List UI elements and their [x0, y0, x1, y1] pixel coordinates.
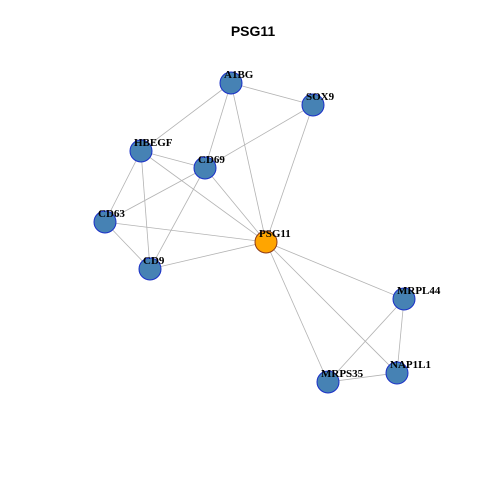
node-label-cd9: CD9 [143, 255, 165, 267]
edge-psg11-nap1l1 [265, 241, 398, 374]
edge-a1bg-cd69 [204, 82, 232, 169]
node-label-cd69: CD69 [198, 154, 225, 166]
edge-hbegf-psg11 [140, 150, 267, 243]
node-cd69[interactable] [193, 156, 217, 180]
node-label-cd63: CD63 [98, 208, 125, 220]
edge-psg11-mrpl44 [265, 241, 405, 300]
edge-psg11-mrps35 [265, 241, 329, 383]
edge-cd69-psg11 [204, 167, 267, 243]
node-label-mrps35: MRPS35 [321, 368, 364, 380]
edge-hbegf-cd9 [140, 150, 151, 270]
node-cd9[interactable] [138, 257, 162, 281]
node-label-a1bg: A1BG [224, 69, 254, 81]
edge-cd69-cd63 [104, 167, 206, 223]
edge-cd9-psg11 [149, 241, 267, 270]
node-layer [93, 71, 416, 394]
node-a1bg[interactable] [219, 71, 243, 95]
node-cd63[interactable] [93, 210, 117, 234]
edge-hbegf-cd63 [104, 150, 142, 223]
node-label-psg11: PSG11 [259, 228, 291, 240]
node-mrps35[interactable] [316, 370, 340, 394]
edge-a1bg-psg11 [230, 82, 267, 243]
diagram-title: PSG11 [231, 23, 276, 39]
node-label-sox9: SOX9 [306, 91, 335, 103]
edge-cd63-psg11 [104, 221, 267, 243]
edge-sox9-cd69 [204, 104, 314, 169]
edge-sox9-psg11 [265, 104, 314, 243]
node-label-nap1l1: NAP1L1 [390, 359, 431, 371]
node-sox9[interactable] [301, 93, 325, 117]
node-label-hbegf: HBEGF [134, 137, 173, 149]
node-mrpl44[interactable] [392, 287, 416, 311]
edge-nap1l1-mrps35 [327, 372, 398, 383]
edge-layer [104, 82, 405, 383]
edge-mrpl44-nap1l1 [396, 298, 405, 374]
edge-cd69-cd9 [149, 167, 206, 270]
node-label-mrpl44: MRPL44 [397, 285, 441, 297]
node-psg11[interactable] [254, 230, 278, 254]
edge-a1bg-hbegf [140, 82, 232, 152]
node-hbegf[interactable] [129, 139, 153, 163]
edge-mrpl44-mrps35 [327, 298, 405, 383]
edge-a1bg-sox9 [230, 82, 314, 106]
node-nap1l1[interactable] [385, 361, 409, 385]
